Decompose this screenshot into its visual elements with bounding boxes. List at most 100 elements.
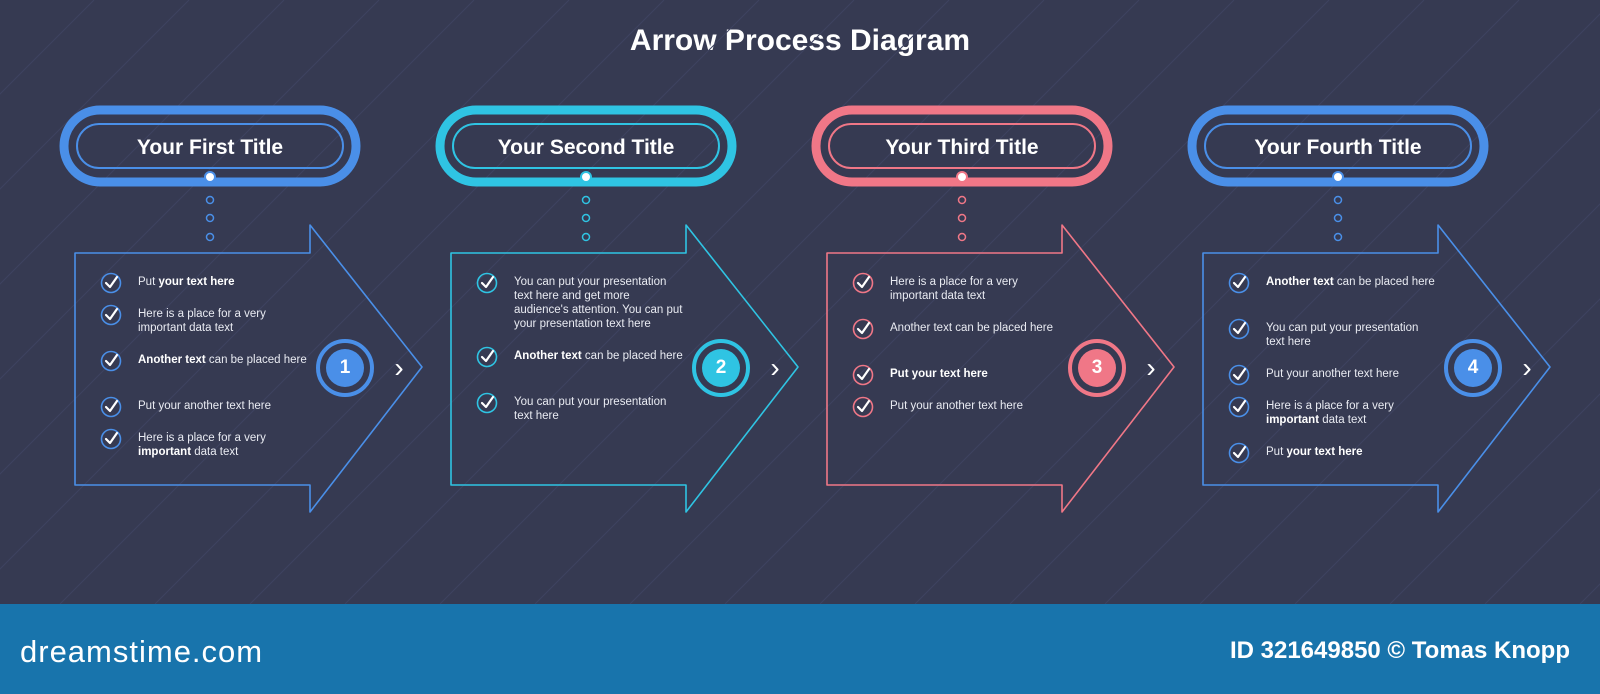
checklist-item: Here is a place for a very important dat… [852, 272, 1060, 303]
footer-logo: dreamstime.com [20, 634, 264, 669]
checklist-text-bold: your text here [158, 276, 235, 288]
background-line [344, 0, 950, 604]
step-group [59, 105, 423, 513]
step-number: 4 [1467, 357, 1479, 378]
checklist-text-regular: Put [1266, 446, 1287, 458]
check-circle-icon [1228, 396, 1250, 418]
step-title: Your Third Title [885, 136, 1039, 159]
number-badge-ring [1444, 339, 1502, 397]
checklist-text-regular: Put [138, 276, 159, 288]
check-circle-icon [100, 272, 122, 294]
chevron-right-icon: › [1522, 352, 1532, 383]
checklist-text-bold: Another text [1266, 276, 1334, 288]
checklist-item: Here is a place for a very important dat… [100, 428, 308, 459]
checklist-text: Put your another text here [138, 399, 308, 413]
background-pattern [0, 0, 1600, 604]
checklist-text-regular-end: data text [191, 446, 239, 458]
step-group [1187, 105, 1551, 513]
check-circle-icon [1228, 272, 1250, 294]
number-badge-ring [1068, 339, 1126, 397]
background-line [1389, 393, 1600, 604]
title-pill-inner [452, 123, 720, 169]
chevron-right-icon: › [1146, 352, 1156, 383]
checklist-text-bold: your text here [1286, 446, 1363, 458]
footer-credit: ID 321649850 © Tomas Knopp [1229, 637, 1570, 664]
process-arrow [826, 224, 1175, 513]
checklist-text: You can put your presentation text here … [514, 275, 684, 331]
page-title: Arrow Process Diagram [629, 24, 971, 57]
connector-dot [1333, 232, 1343, 242]
checklist-text-bold: Another text [514, 350, 582, 362]
number-badge-fill [702, 349, 740, 387]
checklist-text-bold: Another text [138, 354, 206, 366]
connector-dot [205, 195, 215, 205]
check-circle-icon [100, 350, 122, 372]
step-group [435, 105, 799, 513]
checklist-text: Here is a place for a very important dat… [138, 307, 308, 335]
checklist-text: Here is a place for a very important dat… [138, 431, 308, 459]
checklist-text-regular: Here is a place for a very [1266, 400, 1394, 412]
checklist-text-bold: important [1266, 414, 1320, 426]
checklist-text: Here is a place for a very important dat… [890, 275, 1060, 303]
checklist-text: Put your another text here [890, 399, 1060, 413]
check-circle-icon [100, 396, 122, 418]
checklist-item: You can put your presentation text here [1228, 318, 1436, 349]
number-badge-ring [316, 339, 374, 397]
background-line [0, 0, 475, 475]
checklist-text-regular: Put your another text here [1266, 368, 1399, 380]
background-line [249, 0, 855, 604]
background-line [724, 0, 1330, 604]
background-line [1484, 488, 1600, 604]
check-circle-icon [852, 318, 874, 340]
check-circle-icon [852, 272, 874, 294]
process-arrow [450, 224, 799, 513]
checklist-text: Put your another text here [1266, 367, 1436, 381]
chevron-right-icon: › [770, 352, 780, 383]
number-badge-fill [1454, 349, 1492, 387]
background-line [439, 0, 1045, 604]
title-pill-inner [1204, 123, 1472, 169]
check-circle-icon [100, 428, 122, 450]
checklist-text-bold: important [138, 446, 192, 458]
checklist-text: Another text can be placed here [1266, 275, 1436, 289]
checklist-item: Another text can be placed here [476, 346, 684, 368]
checklist-item: Another text can be placed here [100, 350, 308, 372]
checklist-item: Here is a place for a very important dat… [100, 304, 308, 335]
number-badge-fill [326, 349, 364, 387]
checklist-text: Another text can be placed here [890, 321, 1060, 335]
check-circle-icon [1228, 318, 1250, 340]
background-line [0, 0, 285, 285]
checklist-text-regular-end: can be placed here [581, 350, 683, 362]
check-circle-icon [1228, 364, 1250, 386]
number-badge-fill [1078, 349, 1116, 387]
connector-dot [205, 213, 215, 223]
checklist-item: Here is a place for a very important dat… [1228, 396, 1436, 427]
connector-node [580, 171, 592, 183]
step-title: Your Fourth Title [1254, 136, 1422, 159]
background-line [1104, 108, 1600, 604]
arrow-diagram [0, 0, 1600, 604]
connector-dot [957, 195, 967, 205]
process-arrow [1202, 224, 1551, 513]
background-line [0, 0, 380, 380]
check-circle-icon [852, 364, 874, 386]
checklist-text-regular: Here is a place for a very important dat… [138, 308, 266, 334]
checklist-item: Put your another text here [1228, 364, 1436, 386]
checklist-text-regular: You can put your presentation text here … [514, 276, 683, 330]
checklist-text-regular: Put your another text here [890, 400, 1023, 412]
chevron-right-icon: › [394, 352, 404, 383]
background-line [0, 0, 95, 95]
connector-node [204, 171, 216, 183]
checklist-text-regular-end: can be placed here [205, 354, 307, 366]
check-circle-icon [852, 396, 874, 418]
check-circle-icon [476, 346, 498, 368]
checklist-item: Put your another text here [852, 396, 1060, 418]
background-line [629, 0, 1235, 604]
connector-node [1332, 171, 1344, 183]
step-title: Your First Title [136, 136, 284, 159]
checklist-text-regular: You can put your presentation text here [514, 396, 667, 422]
checklist-text-regular: Another text can be placed here [890, 322, 1054, 334]
checklist-item: Put your another text here [100, 396, 308, 418]
